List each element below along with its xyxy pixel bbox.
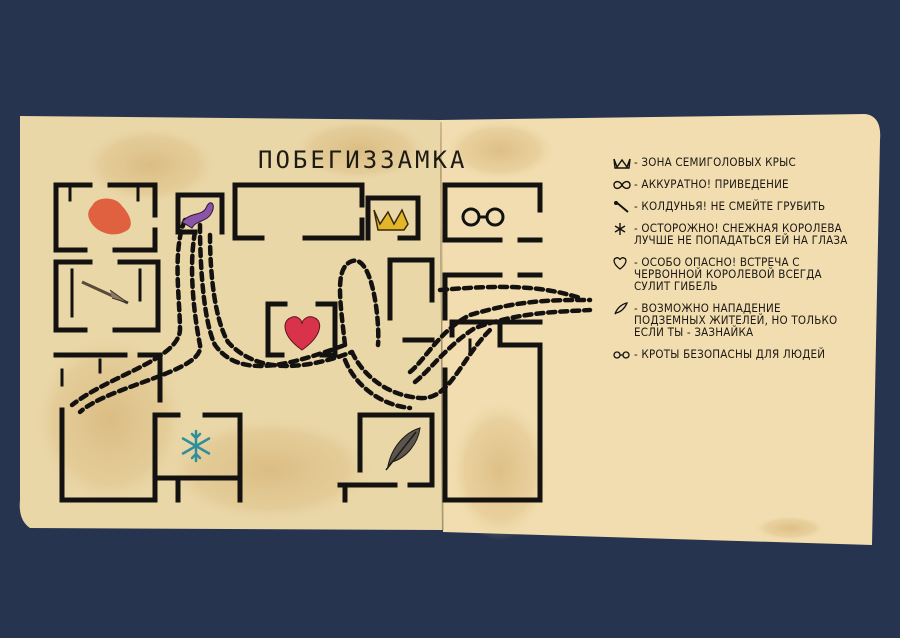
witch-purple-marker: [181, 202, 214, 229]
right-page: [440, 114, 881, 545]
map-legend: - ЗОНА СЕМИГОЛОВЫХ КРЫС - АККУРАТНО! ПРИ…: [612, 156, 862, 360]
feather-icon: [612, 302, 632, 316]
legend-text: - АККУРАТНО! ПРИВЕДЕНИЕ: [634, 177, 789, 191]
wand-icon: [612, 200, 632, 214]
heart-icon: [612, 256, 632, 270]
map-title: ПОБЕГИЗЗАМКА: [258, 146, 468, 174]
legend-text: - ОСТОРОЖНО! СНЕЖНАЯ КОРОЛЕВА ЛУЧШЕ НЕ П…: [634, 221, 848, 247]
crown-marker: [373, 208, 409, 231]
footprint-trails: [69, 217, 593, 415]
legend-item-crown: - ЗОНА СЕМИГОЛОВЫХ КРЫС: [612, 155, 862, 170]
crown-icon: [612, 156, 632, 170]
feather-marker: [385, 427, 421, 471]
heart-marker: [284, 316, 321, 351]
snowflake-icon: [612, 222, 632, 236]
legend-item-ghost: - АККУРАТНО! ПРИВЕДЕНИЕ: [612, 178, 862, 190]
orange-blob-marker: [88, 198, 131, 235]
infinity-icon: [612, 178, 632, 192]
legend-text: - КОЛДУНЬЯ! НЕ СМЕЙТЕ ГРУБИТЬ: [634, 199, 826, 213]
snowflake-marker: [181, 429, 211, 463]
legend-item-witch: - КОЛДУНЬЯ! НЕ СМЕЙТЕ ГРУБИТЬ: [612, 199, 862, 214]
mole-glasses-icon: [612, 348, 632, 362]
legend-text: - ВОЗМОЖНО НАПАДЕНИЕ ПОДЗЕМНЫХ ЖИТЕЛЕЙ, …: [634, 301, 838, 339]
legend-item-underground: - ВОЗМОЖНО НАПАДЕНИЕ ПОДЗЕМНЫХ ЖИТЕЛЕЙ, …: [612, 302, 844, 338]
sword-icon: [81, 280, 129, 305]
mole-glasses-marker: [461, 207, 505, 227]
castle-walls: [53, 182, 543, 503]
legend-item-snow-queen: - ОСТОРОЖНО! СНЕЖНАЯ КОРОЛЕВА ЛУЧШЕ НЕ П…: [612, 222, 852, 246]
legend-text: - ЗОНА СЕМИГОЛОВЫХ КРЫС: [634, 155, 796, 169]
legend-text: - ОСОБО ОПАСНО! ВСТРЕЧА С ЧЕРВОННОЙ КОРО…: [634, 255, 822, 293]
legend-item-red-queen: - ОСОБО ОПАСНО! ВСТРЕЧА С ЧЕРВОННОЙ КОРО…: [612, 256, 848, 292]
legend-item-moles: - КРОТЫ БЕЗОПАСНЫ ДЛЯ ЛЮДЕЙ: [612, 348, 834, 360]
legend-text: - КРОТЫ БЕЗОПАСНЫ ДЛЯ ЛЮДЕЙ: [634, 347, 826, 361]
